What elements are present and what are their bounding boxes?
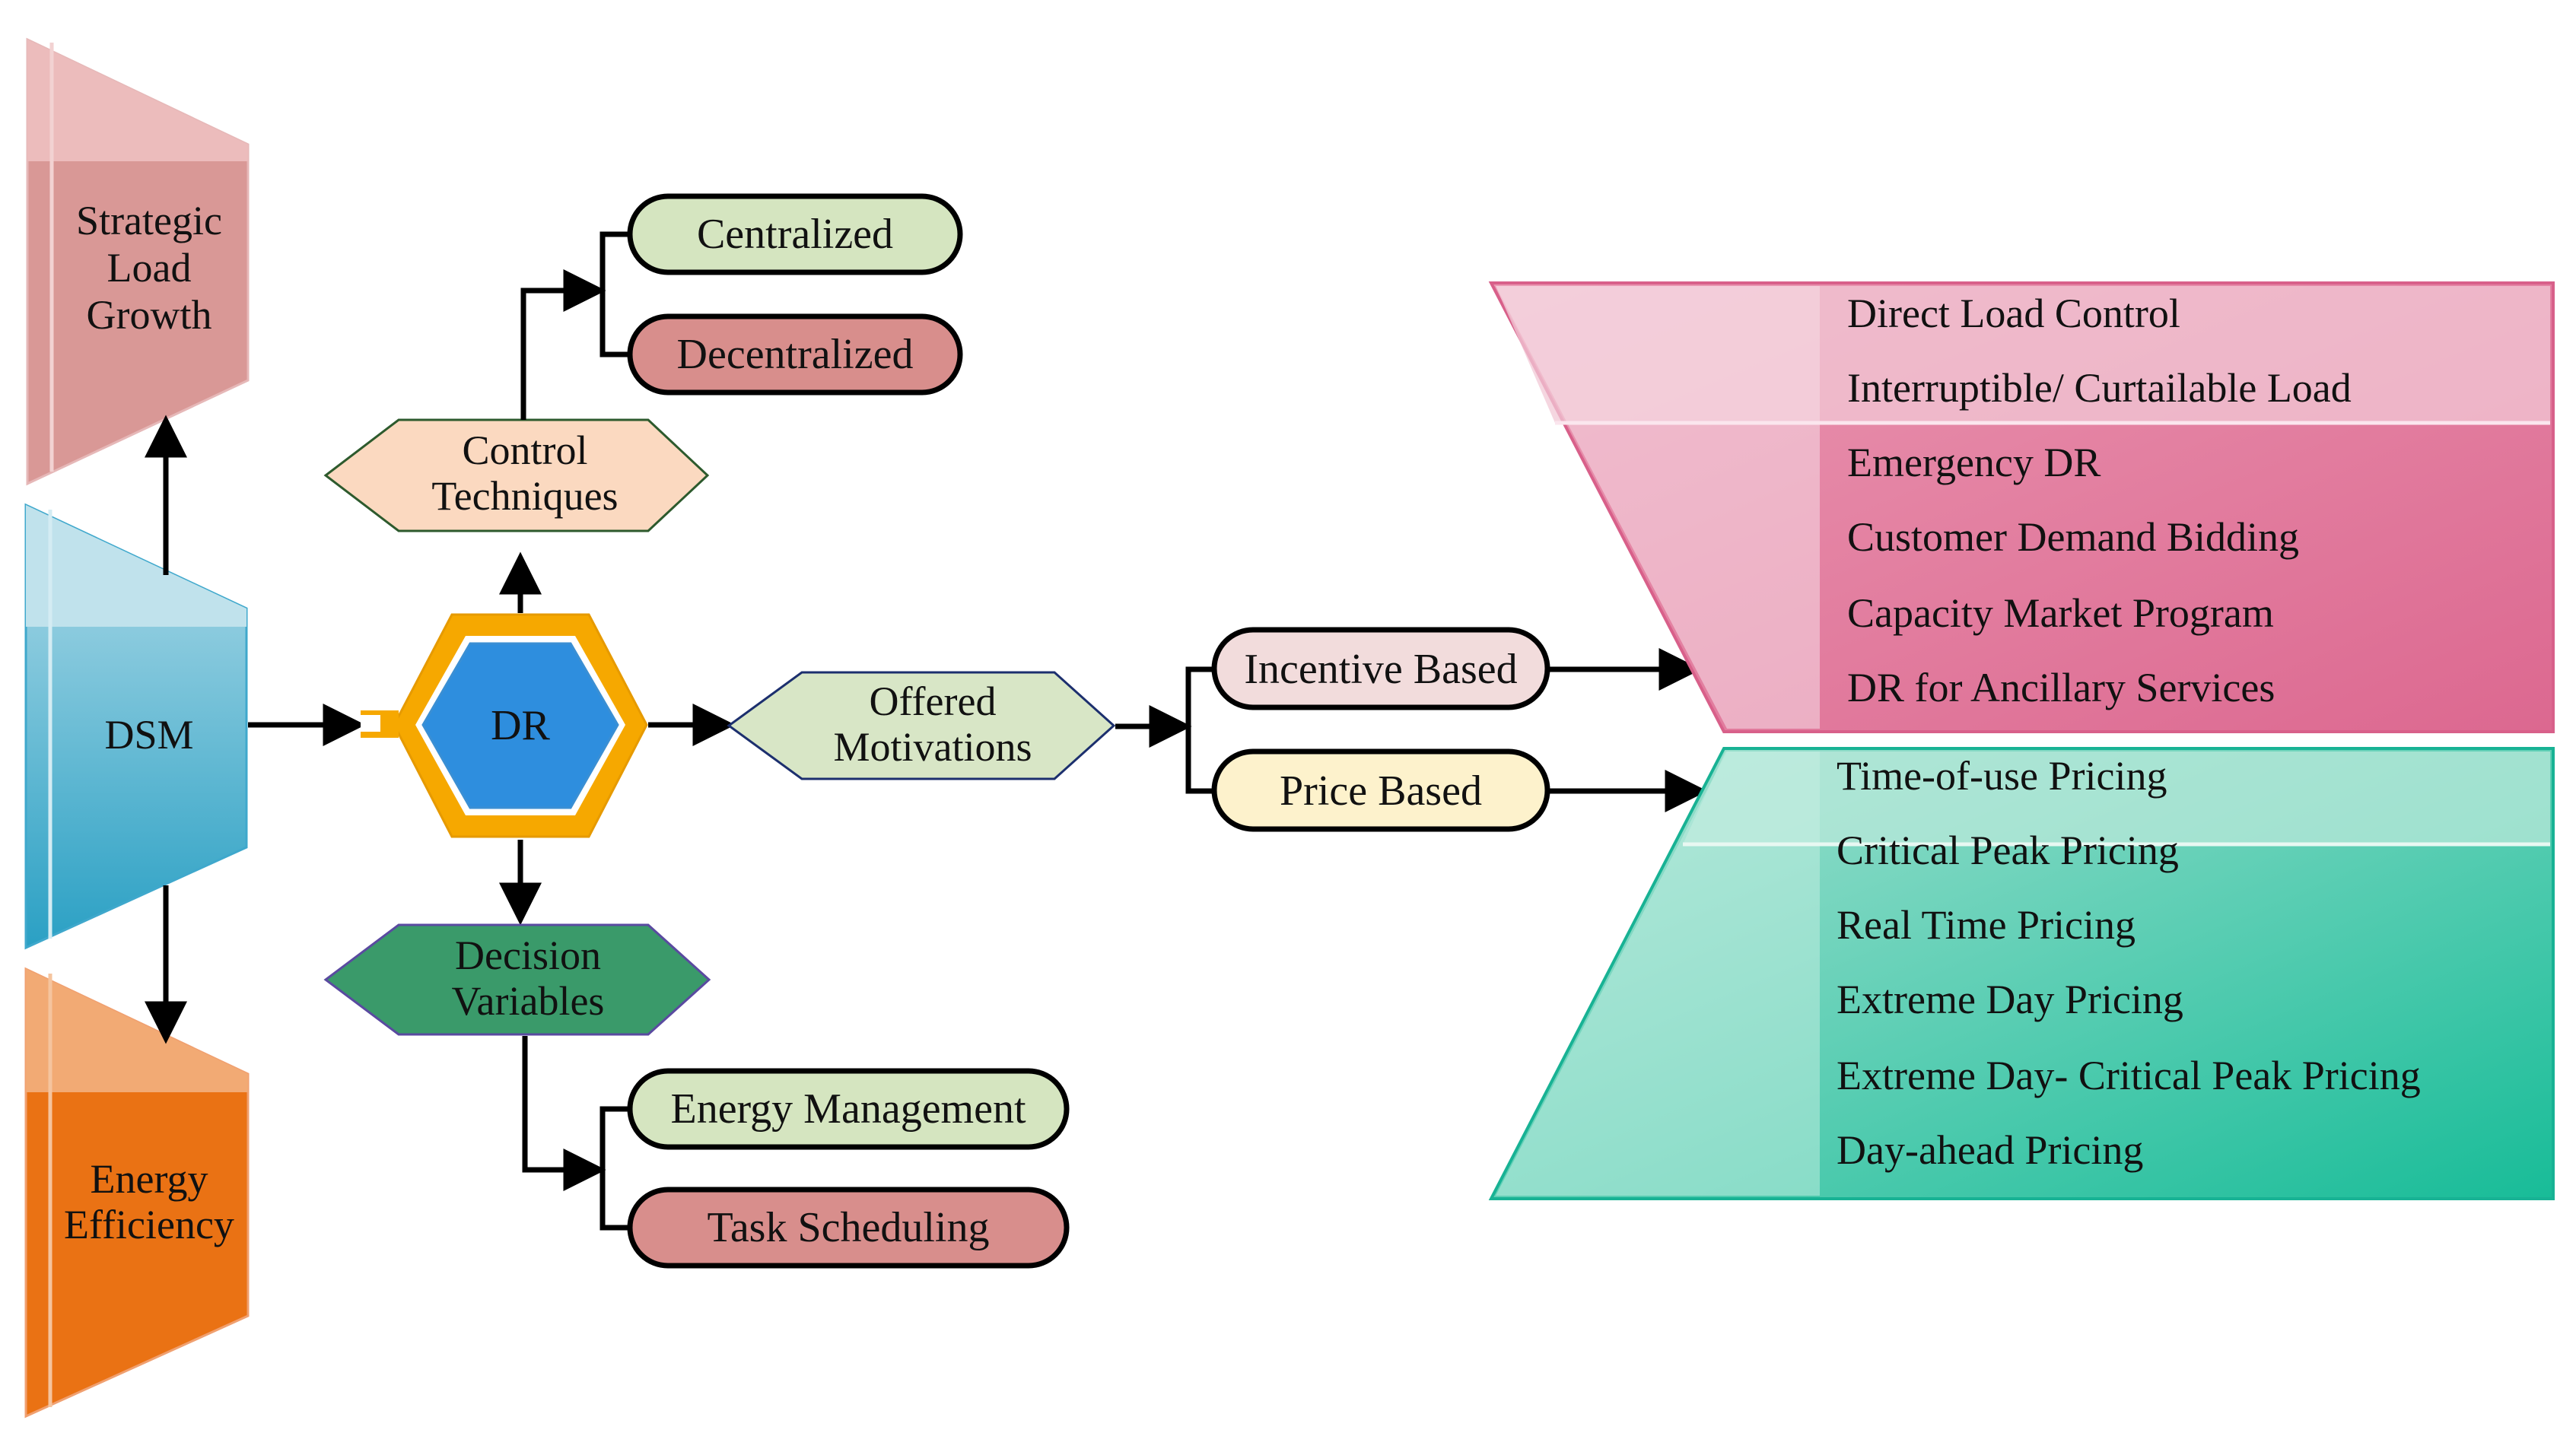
efficiency-label-2: Efficiency: [64, 1202, 234, 1247]
dr-hexagon: DR: [361, 613, 648, 838]
price-item: Extreme Day Pricing: [1837, 977, 2183, 1022]
incentive-based-label: Incentive Based: [1244, 646, 1517, 693]
dsm-label: DSM: [104, 712, 193, 758]
decentralized-pill: Decentralized: [627, 313, 963, 396]
energy-efficiency-shape: Energy Efficiency: [24, 967, 250, 1419]
price-item: Critical Peak Pricing: [1837, 828, 2179, 873]
incentive-item: Customer Demand Bidding: [1847, 514, 2299, 560]
task-scheduling-label: Task Scheduling: [708, 1204, 990, 1251]
decision-label-1: Decision: [455, 933, 601, 978]
incentive-item: DR for Ancillary Services: [1847, 665, 2275, 710]
efficiency-label-1: Energy: [91, 1156, 208, 1202]
strategic-label-2: Load: [107, 245, 192, 291]
control-techniques-hexagon: Control Techniques: [323, 418, 710, 532]
price-item: Time-of-use Pricing: [1837, 753, 2167, 799]
dr-label: DR: [491, 702, 550, 749]
offered-label-1: Offered: [870, 678, 997, 724]
dsm-shape: DSM: [24, 503, 248, 950]
offered-label-2: Motivations: [833, 724, 1032, 770]
connector-control: [520, 269, 606, 420]
decision-label-2: Variables: [452, 978, 605, 1024]
decentralized-label: Decentralized: [677, 331, 914, 378]
price-item: Real Time Pricing: [1837, 902, 2136, 948]
offered-motivations-hexagon: Offered Motivations: [727, 671, 1116, 780]
centralized-pill: Centralized: [627, 193, 963, 275]
price-item: Extreme Day- Critical Peak Pricing: [1837, 1053, 2421, 1098]
strategic-label-3: Growth: [87, 292, 212, 338]
bracket-offered-options: [1185, 666, 1217, 794]
decision-variables-hexagon: Decision Variables: [323, 923, 711, 1036]
price-based-label: Price Based: [1280, 767, 1482, 815]
incentive-item: Emergency DR: [1847, 440, 2101, 485]
energy-management-pill: Energy Management: [627, 1068, 1070, 1150]
incentive-programs-panel: [1488, 281, 2555, 733]
centralized-label: Centralized: [697, 211, 893, 258]
bracket-control-options: [599, 231, 633, 357]
connector-decision: [522, 1036, 606, 1191]
control-label-2: Techniques: [431, 473, 618, 519]
price-item: Day-ahead Pricing: [1837, 1127, 2143, 1173]
strategic-label-1: Strategic: [76, 198, 222, 243]
incentive-based-pill: Incentive Based: [1211, 627, 1550, 710]
incentive-item: Interruptible/ Curtailable Load: [1847, 365, 2352, 411]
bracket-decision-options: [599, 1106, 633, 1231]
incentive-item: Capacity Market Program: [1847, 590, 2274, 636]
task-scheduling-pill: Task Scheduling: [627, 1187, 1070, 1269]
price-based-pill: Price Based: [1211, 748, 1550, 832]
control-label-1: Control: [462, 427, 587, 473]
energy-management-label: Energy Management: [670, 1085, 1026, 1133]
price-programs-panel: [1488, 747, 2555, 1200]
strategic-load-growth-shape: Strategic Load Growth: [26, 37, 250, 486]
incentive-item: Direct Load Control: [1847, 291, 2180, 336]
